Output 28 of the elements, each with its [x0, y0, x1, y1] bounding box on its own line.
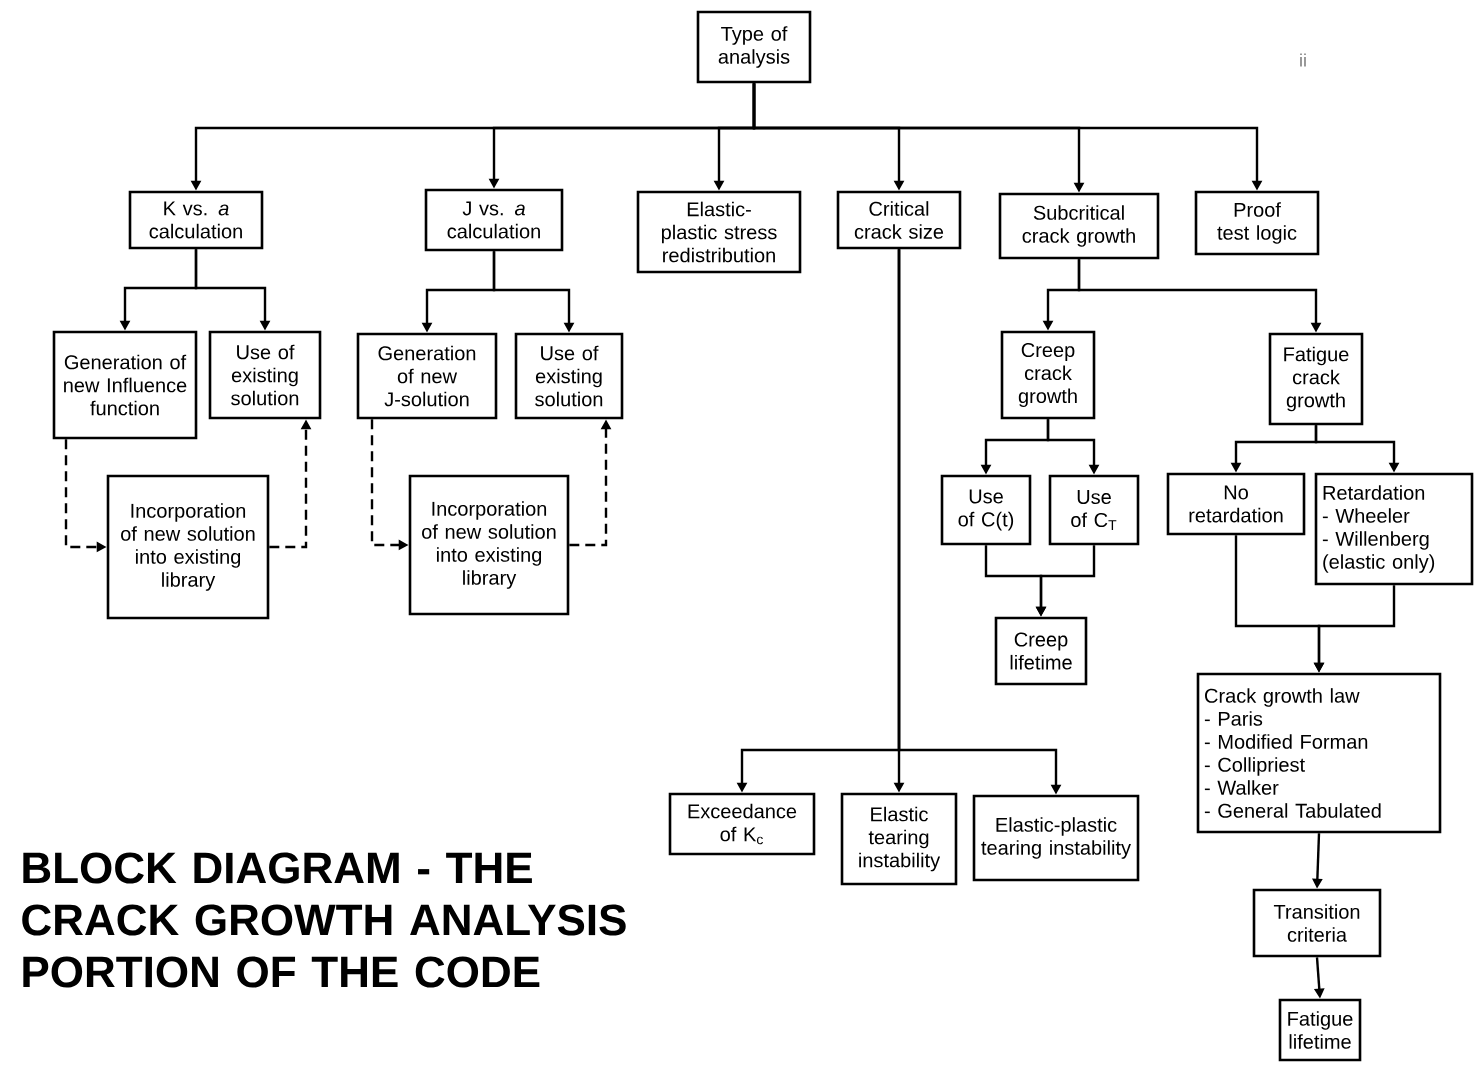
- process-box: Use of C$_{T}$: [1048, 474, 1140, 546]
- process-box: Retardation - Wheeler - Willenberg (elastic only): [1314, 472, 1474, 586]
- process-box: Type of analysis: [696, 10, 812, 84]
- process-box: Elastic tearing instability: [840, 792, 958, 886]
- process-box: Incorporation of new solution into existing library: [408, 474, 570, 616]
- process-box: Fatigue crack growth: [1268, 332, 1364, 426]
- process-box: Critical crack size: [836, 190, 962, 250]
- process-box: Crack growth law - Paris - Modified Forman - Collipriest - Walker - General Tabulated: [1196, 672, 1442, 834]
- process-box: Use of existing solution: [208, 330, 322, 420]
- title: BLOCK DIAGRAM - THE CRACK GROWTH ANALYSIS PORTION OF THE CODE: [22, 852, 626, 988]
- process-box: Fatigue lifetime: [1278, 998, 1362, 1062]
- process-box: Generation of new J-solution: [356, 332, 498, 420]
- process-box: K vs. a calculation: [128, 190, 264, 250]
- process-box: Transition criteria: [1252, 888, 1382, 958]
- process-box: Proof test logic: [1194, 190, 1320, 256]
- process-box: Creep crack growth: [1000, 330, 1096, 420]
- process-box: Generation of new Influence function: [52, 330, 198, 440]
- process-box: Use of C(t): [940, 474, 1032, 546]
- process-box: J vs. a calculation: [424, 188, 564, 252]
- process-box: Elastic-plastic tearing instability: [972, 794, 1140, 882]
- page-number: ii: [1300, 53, 1306, 67]
- process-box: Use of existing solution: [514, 332, 624, 420]
- process-box: Subcritical crack growth: [998, 192, 1160, 260]
- process-box: No retardation: [1166, 472, 1306, 536]
- process-box: Incorporation of new solution into existing library: [106, 474, 270, 620]
- process-box: Elastic-plastic stress redistribution: [636, 190, 802, 274]
- process-box: Exceedance of K$_{c}$: [668, 792, 816, 856]
- process-box: Creep lifetime: [994, 616, 1088, 686]
